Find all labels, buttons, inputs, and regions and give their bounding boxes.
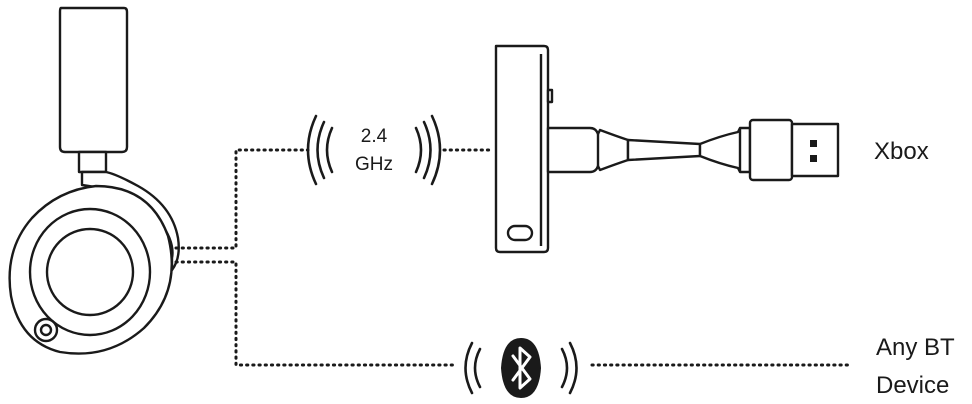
bluetooth-waves-icon [464, 341, 578, 395]
usb-plug-icon [748, 118, 840, 182]
usb-transmitter-icon [494, 44, 752, 254]
wireless-waves-icon [306, 114, 442, 186]
frequency-label-unit: GHz [355, 154, 393, 175]
connection-lines [174, 148, 850, 367]
bluetooth-icon [501, 338, 541, 398]
headset-icon [8, 6, 180, 355]
xbox-label: Xbox [874, 138, 929, 165]
bt-device-label-line1: Any BT [876, 334, 955, 361]
bt-device-label-line2: Device [876, 372, 949, 399]
frequency-label-value: 2.4 [361, 126, 388, 147]
usb-plug-contacts [810, 140, 817, 162]
wireless-link-line [174, 148, 310, 250]
bluetooth-link-line [174, 260, 458, 367]
